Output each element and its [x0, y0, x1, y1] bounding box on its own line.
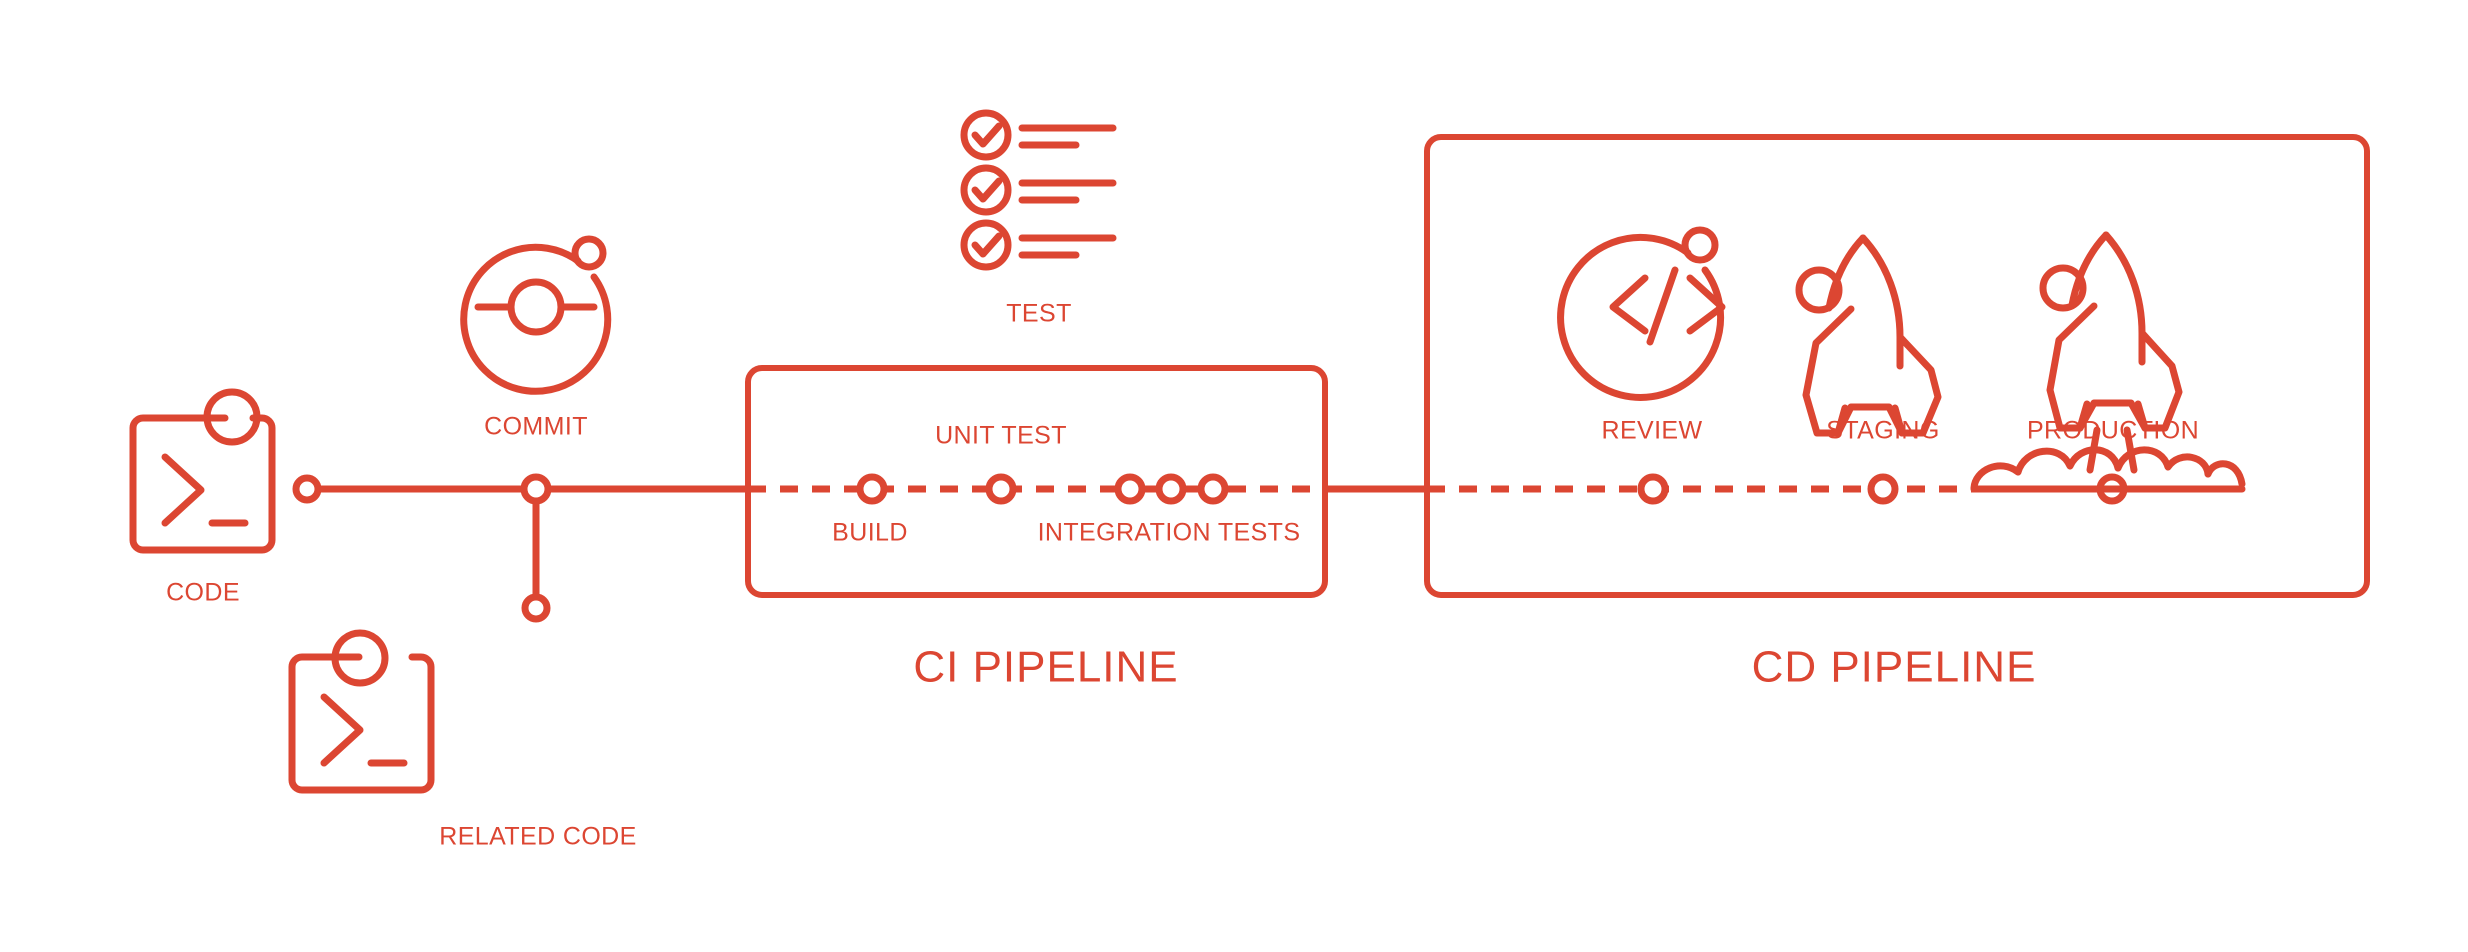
ci-pipeline-title: CI PIPELINE	[913, 643, 1178, 692]
node-dot-integration-3[interactable]	[1197, 473, 1229, 505]
node-dot-review[interactable]	[1637, 473, 1669, 505]
production-label: PRODUCTION	[2027, 417, 2199, 445]
node-dot-integration-2[interactable]	[1155, 473, 1187, 505]
node-dot-build[interactable]	[856, 473, 888, 505]
cd-pipeline-title: CD PIPELINE	[1752, 643, 2037, 692]
review-label: REVIEW	[1601, 417, 1702, 445]
related-code-label: RELATED CODE	[439, 823, 636, 851]
build-label: BUILD	[832, 519, 908, 547]
node-dot-staging[interactable]	[1867, 473, 1899, 505]
checklist-icon	[960, 109, 1117, 271]
node-dot-unit-test[interactable]	[985, 473, 1017, 505]
commit-label: COMMIT	[484, 413, 588, 441]
staging-label: STAGING	[1826, 417, 1939, 445]
integration-tests-label: INTEGRATION TESTS	[1038, 519, 1301, 547]
commit-node-icon	[460, 235, 612, 395]
test-label: TEST	[1006, 300, 1072, 328]
rocket-icon	[1795, 234, 1942, 437]
node-dot-related-code[interactable]	[521, 593, 551, 623]
node-dot-integration-1[interactable]	[1114, 473, 1146, 505]
rocket-launch-icon	[1970, 231, 2246, 493]
cd-pipeline-box	[1424, 134, 2370, 598]
related-code-terminal-icon	[288, 629, 435, 794]
terminal-code-icon	[129, 388, 276, 554]
ci-pipeline-box	[745, 365, 1328, 598]
unit-test-label: UNIT TEST	[935, 422, 1067, 450]
code-label: CODE	[166, 579, 240, 607]
node-dot-start[interactable]	[292, 474, 322, 504]
code-brackets-circle-icon	[1557, 226, 1726, 401]
node-dot-commit[interactable]	[520, 473, 552, 505]
